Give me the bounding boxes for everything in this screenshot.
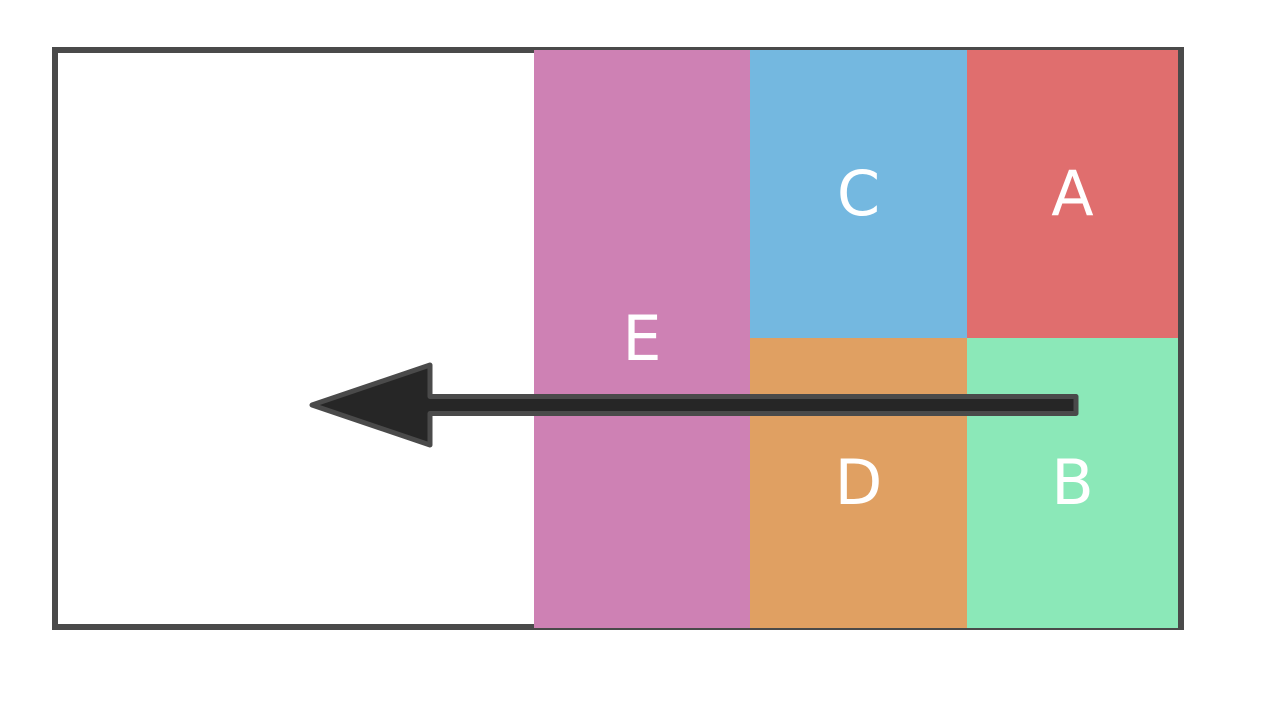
block-e[interactable]: E [534,50,750,628]
block-a[interactable]: A [967,50,1178,338]
block-c[interactable]: C [750,50,967,338]
block-b-label: B [1051,446,1094,519]
block-d[interactable]: D [750,338,967,628]
block-b[interactable]: B [967,338,1178,628]
block-e-label: E [622,302,662,375]
block-group: E C A D B [534,50,1178,628]
block-c-label: C [836,157,881,230]
block-a-label: A [1051,157,1094,230]
block-d-label: D [834,446,883,519]
